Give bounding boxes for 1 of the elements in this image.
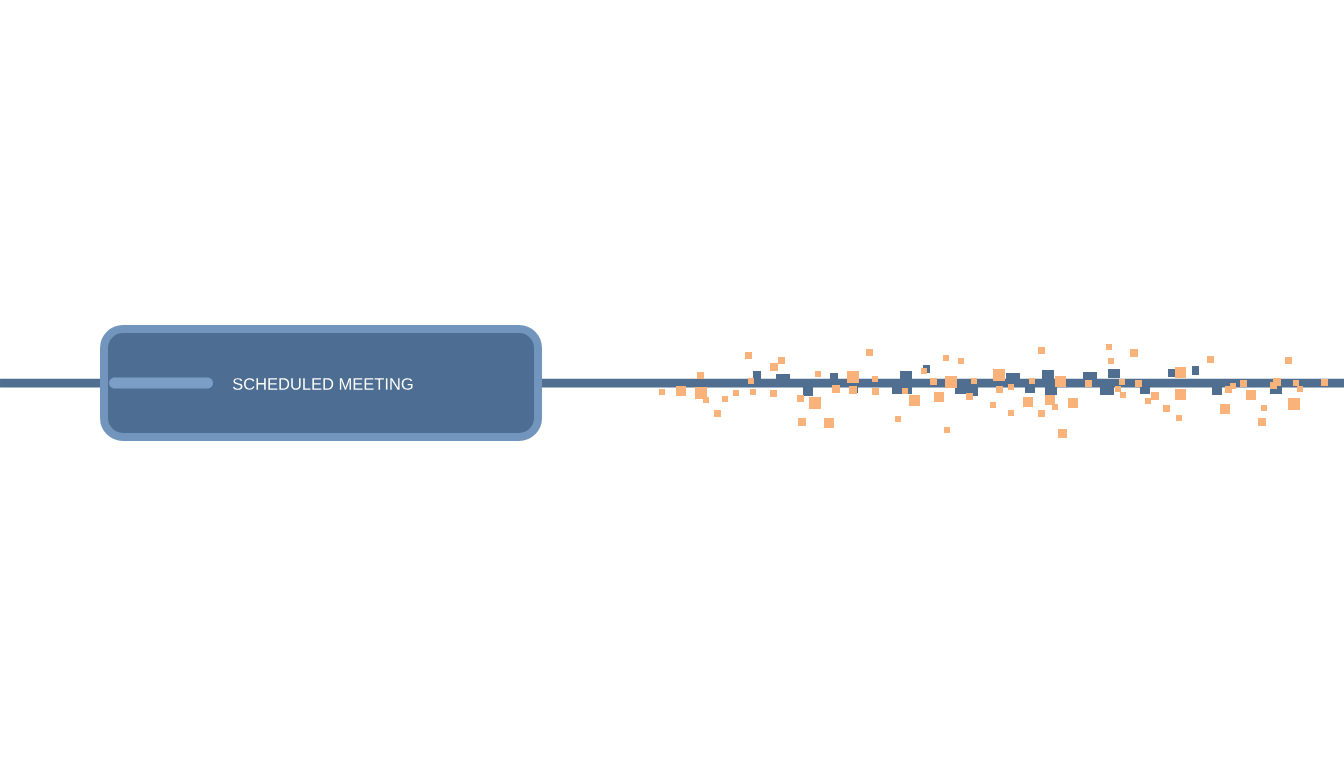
meeting-box: SCHEDULED MEETING (100, 325, 542, 441)
